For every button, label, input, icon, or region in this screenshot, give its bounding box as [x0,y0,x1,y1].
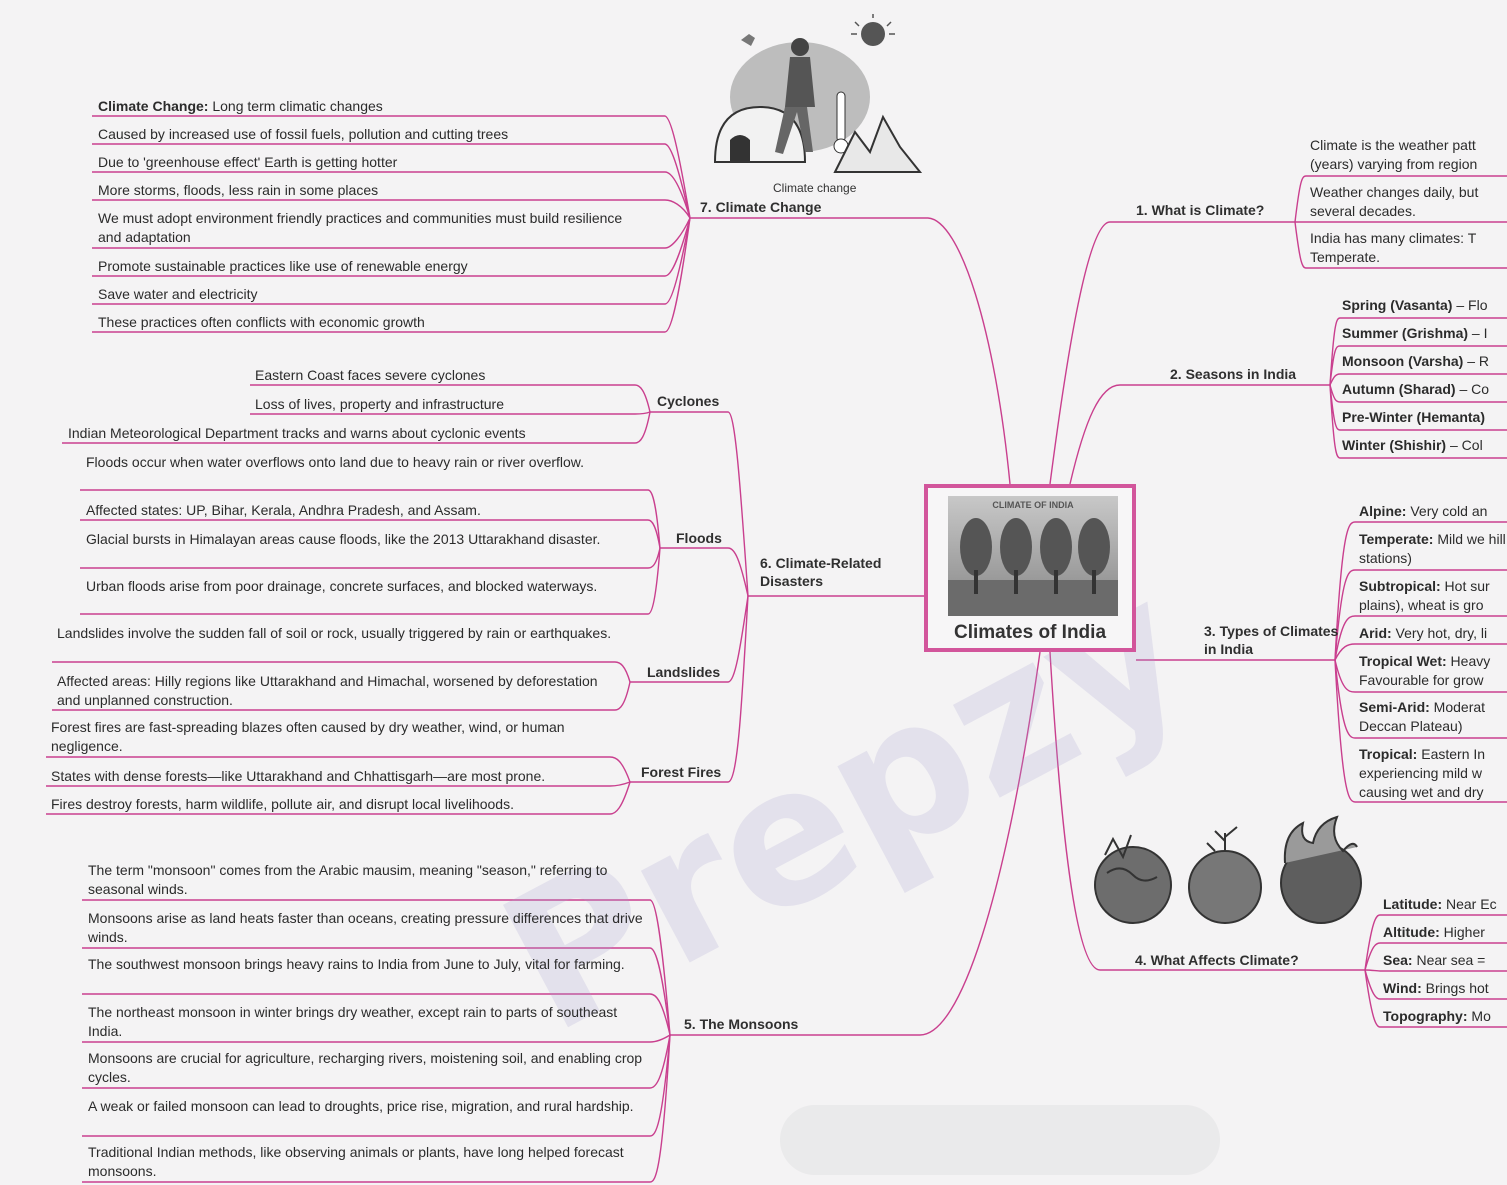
list-item: Climate Change: Long term climatic chang… [98,98,383,114]
list-item: Summer (Grishma) – I [1342,325,1488,341]
list-item: Alpine: Very cold an [1359,503,1488,519]
list-item: Save water and electricity [98,286,258,302]
list-item: Glacial bursts in Himalayan areas cause … [86,531,601,547]
list-item: Autumn (Sharad) – Co [1342,381,1490,397]
list-item: Urban floods arise from poor drainage, c… [86,578,598,594]
branch-seasons[interactable]: 2. Seasons in India [1170,366,1297,382]
branch-connectors [46,115,1507,1183]
sub-branch-landslides[interactable]: Landslides [647,664,721,680]
list-item: Winter (Shishir) – Col [1342,437,1483,453]
branch-what-is-climate[interactable]: 1. What is Climate? [1136,202,1265,218]
list-item: We must adopt environment friendly pract… [98,210,623,245]
list-item: Temperate: Mild we hill stations) [1359,531,1506,566]
branch-types[interactable]: 3. Types of Climates in India [1204,623,1339,657]
list-item: India has many climates: T Temperate. [1310,230,1477,265]
list-item: The northeast monsoon in winter brings d… [88,1004,618,1039]
list-item: Latitude: Near Ec [1383,896,1497,912]
sub-branch-floods[interactable]: Floods [676,530,722,546]
list-item: Climate is the weather patt (years) vary… [1310,137,1478,172]
list-item: Semi-Arid: Moderat Deccan Plateau) [1359,699,1486,734]
branch-disasters[interactable]: 6. Climate-Related Disasters [760,555,882,589]
list-item: Monsoons arise as land heats faster than… [88,910,643,945]
center-node[interactable]: CLIMATE OF INDIA Climates of India [924,484,1136,652]
list-item: Monsoon (Varsha) – R [1342,353,1490,369]
list-item: The term "monsoon" comes from the Arabic… [88,862,608,897]
list-item: Tropical Wet: Heavy Favourable for grow [1359,653,1491,688]
list-item: Loss of lives, property and infrastructu… [255,396,505,412]
list-item: Fires destroy forests, harm wildlife, po… [51,796,514,812]
connector-seasons [1069,384,1330,485]
list-item: A weak or failed monsoon can lead to dro… [88,1098,634,1114]
list-item: Indian Meteorological Department tracks … [68,425,526,441]
center-image: CLIMATE OF INDIA [948,496,1118,616]
list-item: Landslides involve the sudden fall of so… [57,625,612,641]
list-item: States with dense forests—like Uttarakha… [51,768,546,784]
list-item: Traditional Indian methods, like observi… [88,1144,624,1179]
climate-change-illustration [713,14,923,173]
list-item: More storms, floods, less rain in some p… [98,182,379,198]
overlay-bar [780,1105,1220,1175]
list-item: Wind: Brings hot [1383,980,1489,996]
list-item: Promote sustainable practices like use o… [98,258,468,274]
branch-monsoons[interactable]: 5. The Monsoons [684,1016,799,1032]
list-item: Pre-Winter (Hemanta) [1342,409,1486,425]
connector-climate-change [690,217,1011,485]
sub-branch-cyclones[interactable]: Cyclones [657,393,720,409]
list-item: Floods occur when water overflows onto l… [86,454,585,470]
list-item: Tropical: Eastern In experiencing mild w… [1359,746,1486,800]
branch-climate-change[interactable]: 7. Climate Change [700,199,822,215]
list-item: Affected areas: Hilly regions like Uttar… [57,673,598,708]
list-item: Weather changes daily, but several decad… [1310,184,1479,219]
connector-affects [1049,651,1365,971]
center-title: Climates of India [953,622,1107,643]
list-item: Spring (Vasanta) – Flo [1342,297,1488,313]
list-item: Forest fires are fast-spreading blazes o… [51,719,565,754]
list-item: The southwest monsoon brings heavy rains… [88,956,625,972]
branch-affects[interactable]: 4. What Affects Climate? [1135,952,1299,968]
center-banner: CLIMATE OF INDIA [992,500,1074,510]
list-item: Altitude: Higher [1383,924,1485,940]
globes-illustration [1094,815,1362,924]
list-item: Caused by increased use of fossil fuels,… [98,126,509,142]
illustration-caption: Climate change [773,181,857,195]
list-item: Affected states: UP, Bihar, Kerala, Andh… [86,502,481,518]
list-item: Eastern Coast faces severe cyclones [255,367,486,383]
list-item: Topography: Mo [1383,1008,1491,1024]
list-item: Subtropical: Hot sur plains), wheat is g… [1359,578,1490,613]
connector-monsoons [670,651,1041,1036]
list-item: These practices often conflicts with eco… [98,314,425,330]
sub-branch-forest-fires[interactable]: Forest Fires [641,764,722,780]
list-item: Sea: Near sea = [1383,952,1486,968]
connector-what-is [1049,221,1295,485]
list-item: Due to 'greenhouse effect' Earth is gett… [98,154,398,170]
list-item: Arid: Very hot, dry, li [1359,625,1488,641]
list-item: Monsoons are crucial for agriculture, re… [88,1050,643,1085]
